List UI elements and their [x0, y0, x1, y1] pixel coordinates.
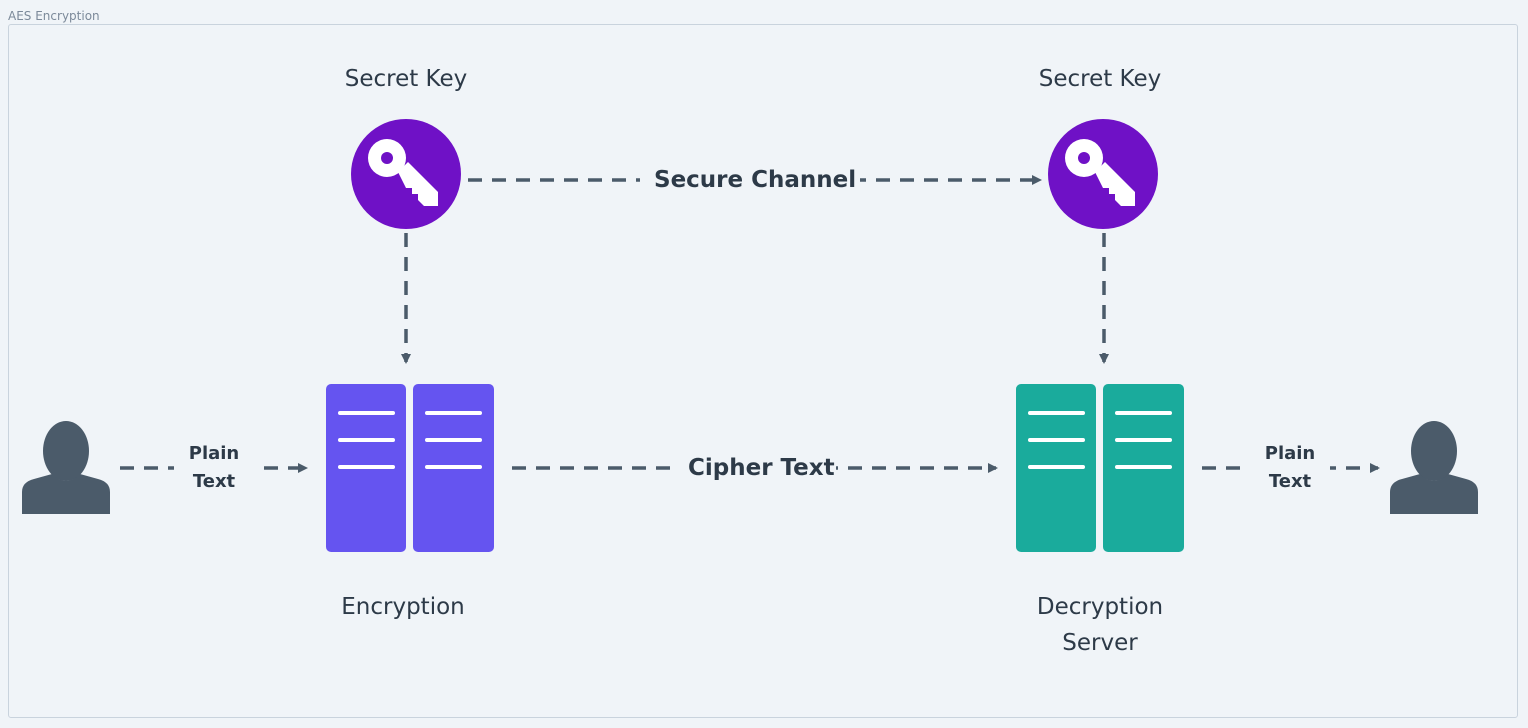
- plain-text-in-line2: Text: [174, 468, 254, 496]
- server-icon: [338, 411, 482, 469]
- receiver-user-icon: [1390, 421, 1478, 514]
- key-icon: [1065, 139, 1135, 206]
- sender-key-label: Secret Key: [344, 66, 468, 92]
- frame-title: AES Encryption: [8, 9, 100, 23]
- receiver-key-label: Secret Key: [1038, 66, 1162, 92]
- decryption-label-line1: Decryption: [1036, 594, 1164, 620]
- plain-text-out-line1: Plain: [1250, 440, 1330, 468]
- encryption-block: [326, 384, 494, 552]
- frame-border: [8, 24, 1518, 718]
- encryption-label: Encryption: [341, 594, 465, 620]
- receiver-key-node: [1048, 119, 1158, 229]
- plain-text-in-line1: Plain: [174, 440, 254, 468]
- plain-text-out-line2: Text: [1250, 468, 1330, 496]
- decryption-label-line2: Server: [1062, 630, 1138, 656]
- cipher-text-label: Cipher Text: [674, 453, 836, 483]
- key-icon: [368, 139, 438, 206]
- server-icon: [1028, 411, 1172, 469]
- sender-user-icon: [22, 421, 110, 514]
- decryption-block: [1016, 384, 1184, 552]
- sender-key-node: [351, 119, 461, 229]
- secure-channel-label: Secure Channel: [640, 165, 860, 195]
